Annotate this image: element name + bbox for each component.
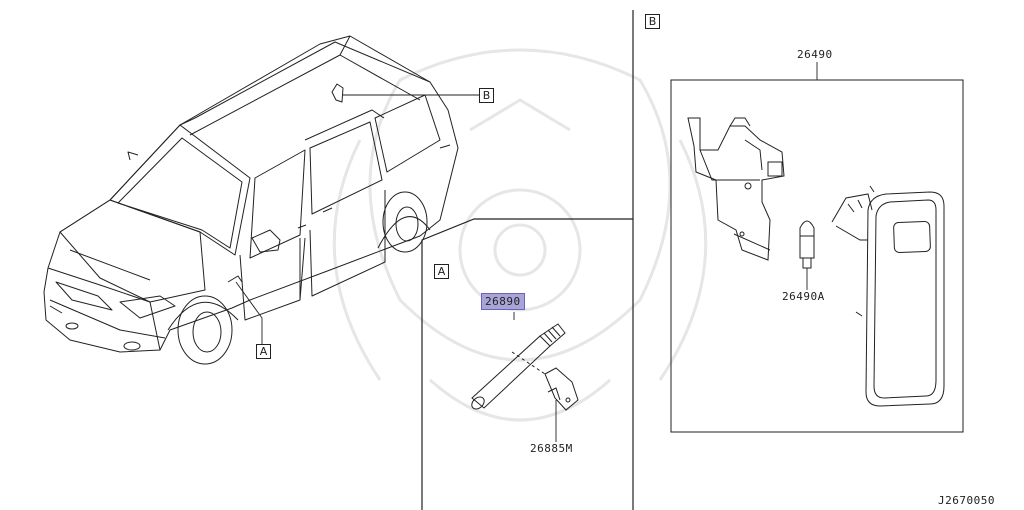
callout-a-panel: A <box>434 264 449 279</box>
lamp-housing <box>687 117 785 261</box>
detail-b-frame <box>670 79 964 433</box>
van-illustration <box>43 35 459 365</box>
callout-a-car: A <box>256 344 271 359</box>
part-number-bracket[interactable]: 26885M <box>530 442 573 455</box>
leader-lines <box>235 62 818 442</box>
part-number-bulb[interactable]: 26490A <box>782 290 825 303</box>
pen-light <box>471 323 566 410</box>
lamp-lens <box>831 185 945 407</box>
part-number-lamp-assembly[interactable]: 26490 <box>797 48 833 61</box>
diagram-code: J2670050 <box>938 494 995 507</box>
callout-b-panel: B <box>645 14 660 29</box>
bracket <box>511 351 579 411</box>
bulb <box>799 220 815 269</box>
part-number-pen-light[interactable]: 26890 <box>481 293 525 310</box>
section-dividers <box>421 10 634 510</box>
watermark-emblem <box>332 48 708 422</box>
callout-b-car: B <box>479 88 494 103</box>
